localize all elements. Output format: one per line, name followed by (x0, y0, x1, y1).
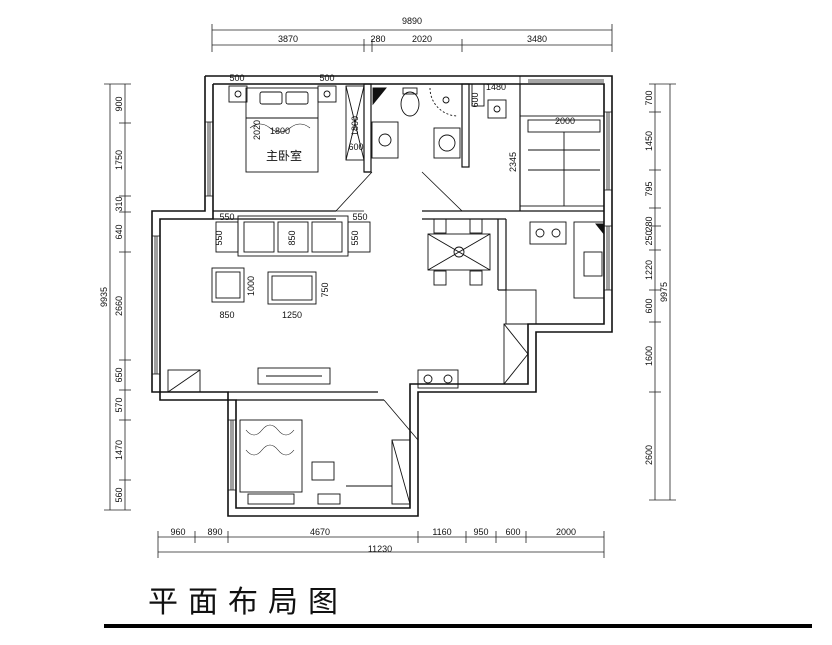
living-room (167, 215, 371, 393)
washbasin (371, 121, 399, 159)
chair-size: 1000 (246, 276, 256, 296)
dim-left-2: 1750 (114, 150, 124, 170)
dimension-lines (104, 24, 676, 558)
chair-width: 850 (219, 310, 234, 320)
dim-top-2: 280 (370, 34, 385, 44)
sofa-end-left: 550 (214, 230, 224, 245)
side-table-right (347, 221, 371, 253)
washing-machine (433, 127, 461, 159)
master-bed-width: 1800 (270, 126, 290, 136)
shower-arc (429, 87, 459, 117)
page-title: 平面布局图 (148, 586, 348, 619)
bottom-bedroom (239, 419, 411, 505)
dim-bottom-total: 11230 (368, 544, 392, 554)
dim-right-1: 700 (644, 90, 654, 105)
table-width: 1250 (282, 310, 302, 320)
shoe-cabinet (417, 369, 459, 389)
master-bed-side-right: 500 (319, 73, 334, 83)
dim-left-6: 650 (114, 367, 124, 382)
dim-bottom-6: 600 (505, 527, 520, 537)
dim-right-total: 9975 (659, 282, 669, 302)
guest-wardrobe (391, 439, 411, 505)
bath-depth: 1480 (486, 82, 506, 92)
kitchen-counter (573, 221, 605, 299)
kitchen-width: 2000 (555, 116, 575, 126)
master-bedroom (228, 85, 365, 173)
sofa-end-right: 550 (350, 230, 360, 245)
dim-bottom-7: 2000 (556, 527, 576, 537)
bath-width: 600 (470, 92, 480, 107)
dim-right-8: 1600 (644, 346, 654, 366)
dim-right-7: 600 (644, 298, 654, 313)
dim-top-1: 3870 (278, 34, 298, 44)
dim-bottom-3: 4670 (310, 527, 330, 537)
table-depth: 750 (320, 282, 330, 297)
dim-left-9: 560 (114, 487, 124, 502)
interior-walls (213, 83, 604, 441)
stove (529, 221, 567, 245)
dim-left-7: 570 (114, 397, 124, 412)
master-bed-side-left: 500 (229, 73, 244, 83)
storage-cabinet (503, 323, 529, 385)
desk (311, 461, 335, 481)
second-bedroom-top (471, 83, 605, 207)
wardrobe (345, 85, 365, 161)
coffee-table (267, 271, 317, 305)
bathroom (371, 87, 461, 159)
dim-left-total: 9935 (99, 287, 109, 307)
wardrobe-length: 1800 (350, 116, 360, 136)
dim-top-3: 2020 (412, 34, 432, 44)
wardrobe-depth: 600 (348, 142, 363, 152)
dim-left-1: 900 (114, 96, 124, 111)
walls (151, 75, 613, 517)
tv-cabinet (257, 367, 331, 385)
dim-right-4: 250 (644, 230, 654, 245)
dim-right-9: 2600 (644, 445, 654, 465)
dim-right-2: 1450 (644, 131, 654, 151)
windows (152, 76, 612, 491)
dim-right-3: 795 (644, 181, 654, 196)
nightstand-right (317, 85, 337, 103)
dim-right-6: 1220 (644, 260, 654, 280)
room-label: 主卧室 (266, 148, 302, 163)
kitchen-height: 2345 (508, 152, 518, 172)
dim-top-total: 9890 (402, 16, 422, 26)
dim-bottom-1: 960 (170, 527, 185, 537)
armchair (211, 267, 245, 303)
toilet-icon (400, 91, 420, 117)
guest-bed (239, 419, 303, 493)
dim-bottom-5: 950 (473, 527, 488, 537)
dim-left-8: 1470 (114, 440, 124, 460)
master-bed (245, 87, 319, 173)
kitchen-bed (519, 115, 605, 207)
sofa-depth: 850 (287, 230, 297, 245)
sofa-side-left: 550 (219, 212, 234, 222)
dim-left-4: 640 (114, 224, 124, 239)
sink (583, 251, 603, 277)
dining-table (427, 233, 491, 271)
master-bed-length: 2020 (252, 120, 262, 140)
dim-right-5: 280 (644, 216, 654, 231)
nightstand-left (228, 85, 248, 103)
dim-left-5: 2660 (114, 296, 124, 316)
sofa-side-right: 550 (352, 212, 367, 222)
dim-left-3: 310 (114, 196, 124, 211)
dining-kitchen (417, 218, 605, 389)
dim-bottom-2: 890 (207, 527, 222, 537)
dim-bottom-4: 1160 (432, 527, 451, 537)
dim-top-4: 3480 (527, 34, 547, 44)
